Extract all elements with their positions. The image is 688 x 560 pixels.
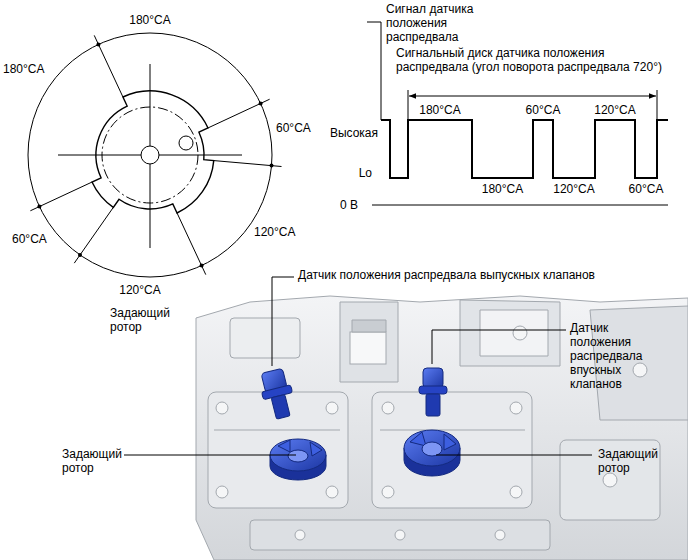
intake-timing-rotor — [404, 430, 460, 476]
angle-label: 60°CA — [276, 121, 326, 135]
housing-part — [480, 310, 548, 356]
housing-part — [352, 320, 386, 332]
zero-line — [372, 205, 668, 206]
rotor-disc-diagram — [28, 33, 282, 277]
signal-label: Сигнал датчика положения распредвала — [386, 2, 496, 44]
part-label: Задающий ротор — [110, 306, 190, 334]
leader-line — [381, 22, 382, 120]
angle-label: 180°CA — [472, 182, 533, 196]
signal-waveform — [367, 22, 668, 205]
angle-label: 180°CA — [3, 62, 53, 76]
angle-label: 60°CA — [12, 232, 62, 246]
dimension-label: Сигнальный диск датчика положения распре… — [396, 46, 668, 74]
housing-tower — [340, 302, 398, 382]
angle-label: 120°CA — [254, 225, 309, 239]
housing-part — [460, 300, 560, 366]
exhaust-cam-sensor — [257, 367, 298, 421]
cam-housing — [372, 392, 532, 508]
angle-label: 180°CA — [110, 13, 190, 27]
extension-line — [408, 90, 409, 120]
segment-line — [208, 99, 270, 128]
extension-line — [657, 90, 658, 120]
signal-trace — [381, 120, 668, 178]
segment-line — [30, 182, 92, 211]
dimension-arrow — [409, 96, 656, 97]
leader-line — [272, 277, 294, 366]
level-label: Высокая — [300, 126, 378, 140]
cam-housing — [208, 392, 348, 508]
angle-label: 120°CA — [100, 283, 180, 297]
housing-window — [350, 332, 386, 364]
engine-illustration — [196, 296, 688, 560]
part-label: Датчик положения распредвала впускных кл… — [570, 321, 662, 391]
angle-label: 120°CA — [544, 182, 604, 196]
dash-dot-circle — [102, 107, 198, 203]
edge-line — [214, 430, 525, 431]
leader-lines — [124, 277, 592, 455]
leader-line — [367, 22, 381, 23]
angle-label: 60°CA — [621, 182, 671, 196]
housing-part — [230, 318, 300, 358]
segment-line — [94, 35, 123, 97]
intake-cam-sensor — [419, 368, 447, 416]
level-label: 0 В — [340, 198, 370, 212]
leader-line — [432, 330, 566, 364]
leader-line — [124, 455, 296, 456]
angle-label: 180°CA — [410, 103, 470, 117]
exhaust-timing-rotor — [270, 439, 326, 480]
center-hole — [141, 146, 159, 164]
leader-line — [436, 455, 592, 456]
segment-line — [177, 213, 206, 275]
cylinder-head — [196, 296, 688, 560]
locating-hole — [179, 136, 193, 150]
level-label: Lo — [330, 166, 372, 180]
part-label: Задающий ротор — [598, 447, 678, 475]
part-label: Датчик положения распредвала выпускных к… — [298, 268, 598, 282]
segment-line — [74, 207, 113, 263]
housing-part — [250, 520, 550, 550]
angle-label: 60°CA — [518, 103, 568, 117]
rotor-outline — [92, 91, 214, 213]
outer-circle — [28, 33, 272, 277]
part-label: Задающий ротор — [62, 447, 122, 475]
segment-arrow — [37, 42, 273, 267]
angle-label: 120°CA — [585, 103, 645, 117]
